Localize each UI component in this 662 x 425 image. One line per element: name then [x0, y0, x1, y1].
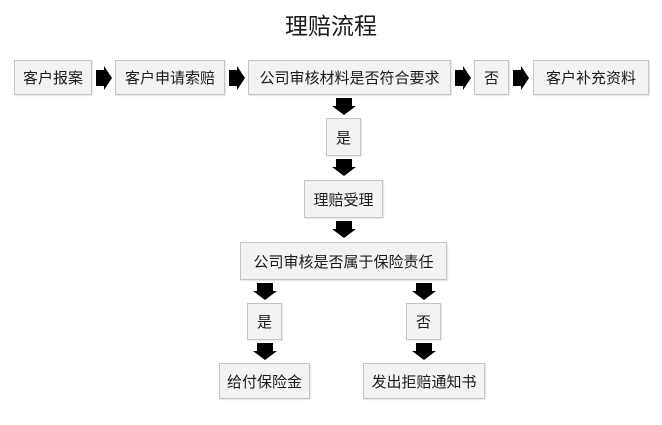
arrow-right-icon: [455, 66, 471, 90]
node-claim-accepted: 理赔受理: [304, 180, 383, 218]
arrow-down-icon: [253, 343, 277, 360]
arrow-down-icon: [253, 283, 277, 300]
node-review-documents: 公司审核材料是否符合要求: [248, 60, 451, 95]
arrow-down-icon: [412, 343, 436, 360]
node-customer-report: 客户报案: [14, 60, 92, 95]
diagram-title: 理赔流程: [285, 14, 377, 40]
arrow-down-icon: [332, 221, 356, 238]
node-claim-apply: 客户申请索赔: [115, 60, 225, 95]
node-reject-notice: 发出拒赔通知书: [363, 363, 485, 399]
arrow-right-icon: [513, 66, 529, 90]
node-review-liability: 公司审核是否属于保险责任: [240, 242, 447, 280]
arrow-right-icon: [229, 66, 245, 90]
node-yes-left: 是: [247, 303, 282, 340]
node-pay-insurance: 给付保险金: [219, 363, 310, 399]
node-yes-middle: 是: [326, 118, 361, 156]
arrow-down-icon: [332, 159, 356, 176]
node-supplement-docs: 客户补充资料: [533, 60, 649, 95]
arrow-right-icon: [96, 66, 112, 90]
arrow-down-icon: [332, 98, 356, 115]
arrow-down-icon: [412, 283, 436, 300]
node-no-right: 否: [406, 303, 441, 340]
node-no-top: 否: [474, 60, 509, 95]
